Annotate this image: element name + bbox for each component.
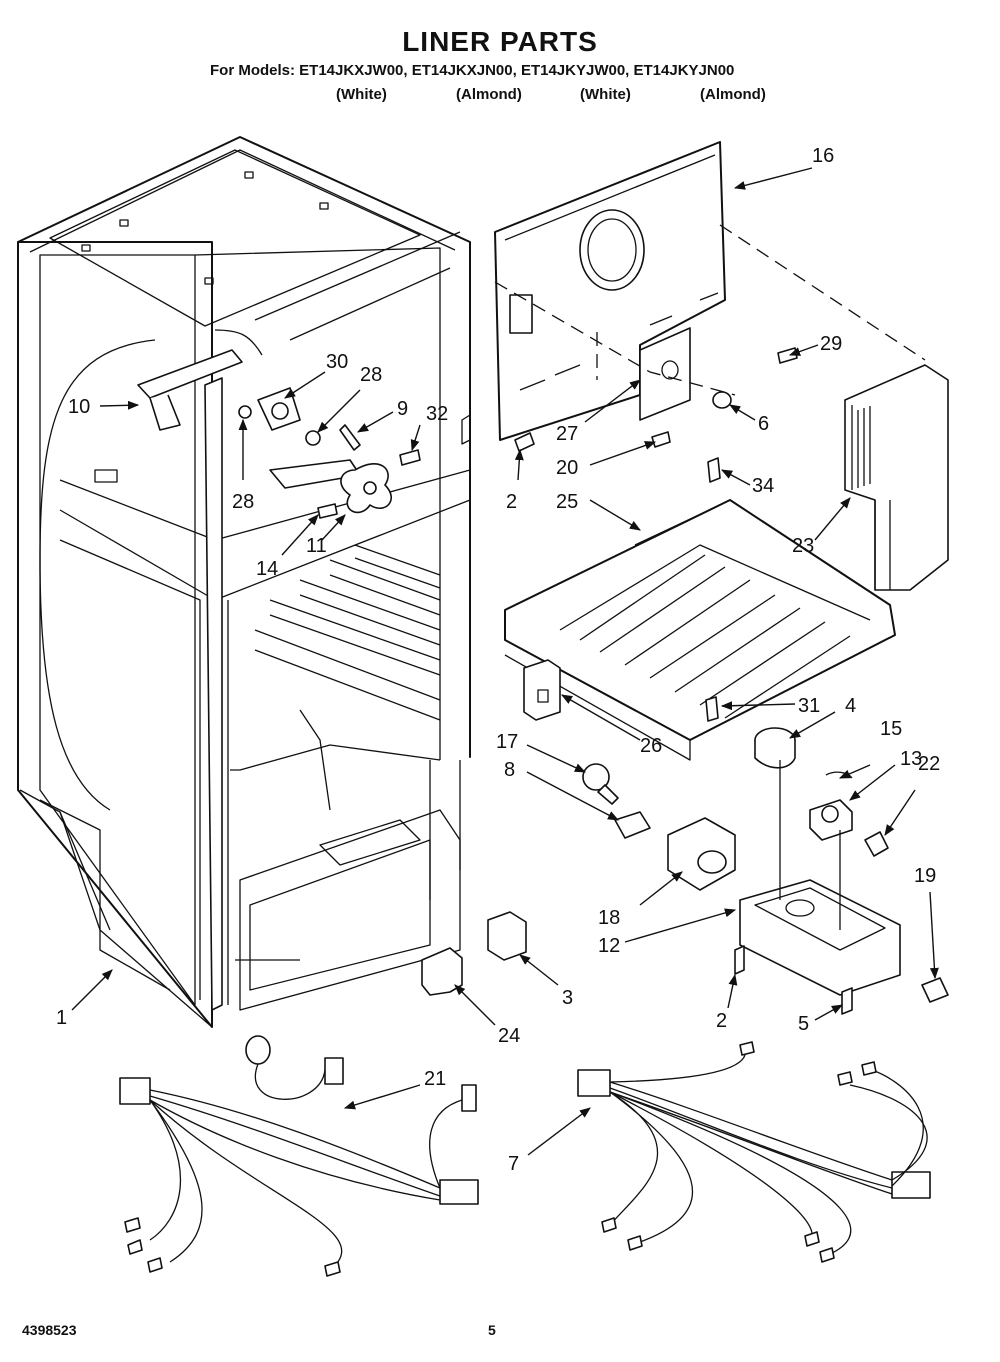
callout-15: 15 — [880, 718, 902, 740]
callout-4: 4 — [845, 695, 856, 717]
callout-28a: 28 — [360, 364, 382, 386]
callout-24: 24 — [498, 1025, 520, 1047]
wire-harness-drawing — [119, 1035, 931, 1277]
document-number: 4398523 — [22, 1322, 77, 1338]
callout-29: 29 — [820, 333, 842, 355]
callout-5: 5 — [798, 1013, 809, 1035]
liner-cabinet-drawing — [17, 136, 471, 1028]
callout-9: 9 — [397, 398, 408, 420]
callout-19: 19 — [914, 865, 936, 887]
evaporator-shelf-drawing — [504, 499, 896, 761]
callout-2b: 2 — [716, 1010, 727, 1032]
callout-27: 27 — [556, 423, 578, 445]
colour-label-1: (White) — [336, 86, 387, 103]
callout-30: 30 — [326, 351, 348, 373]
callout-17: 17 — [496, 731, 518, 753]
colour-label-3: (White) — [580, 86, 631, 103]
callout-11: 11 — [306, 535, 327, 557]
callout-20: 20 — [556, 457, 578, 479]
callout-18: 18 — [598, 907, 620, 929]
page-title: LINER PARTS — [402, 26, 598, 57]
small-parts-drawing — [421, 347, 949, 1015]
models-line: For Models: ET14JKXJW00, ET14JKXJN00, ET… — [210, 62, 735, 79]
callout-26: 26 — [640, 735, 662, 757]
callout-1: 1 — [56, 1007, 67, 1029]
callout-31: 31 — [798, 695, 820, 717]
callout-3: 3 — [562, 987, 573, 1009]
callout-34: 34 — [752, 475, 774, 497]
fan-shroud-drawing — [844, 364, 949, 591]
callout-10: 10 — [68, 396, 90, 418]
colour-label-2: (Almond) — [456, 86, 522, 103]
callout-32: 32 — [426, 403, 448, 425]
callout-25: 25 — [556, 491, 578, 513]
callout-7: 7 — [508, 1153, 519, 1175]
callout-14: 14 — [256, 558, 278, 580]
leader-arrows — [71, 167, 939, 1156]
callout-21: 21 — [424, 1068, 446, 1090]
callout-22: 22 — [918, 753, 940, 775]
page-number: 5 — [488, 1322, 496, 1338]
callout-6: 6 — [758, 413, 769, 435]
evaporator-cover-panel-drawing — [461, 141, 926, 445]
callout-13: 13 — [900, 748, 922, 770]
callout-8: 8 — [504, 759, 515, 781]
callout-28b: 28 — [232, 491, 254, 513]
callout-12: 12 — [598, 935, 620, 957]
callout-2a: 2 — [506, 491, 517, 513]
callout-16: 16 — [812, 145, 834, 167]
colour-label-4: (Almond) — [700, 86, 766, 103]
callout-23: 23 — [792, 535, 814, 557]
callout-labels: 16 29 6 27 20 2 34 25 23 31 26 4 15 13 2… — [56, 145, 940, 1175]
